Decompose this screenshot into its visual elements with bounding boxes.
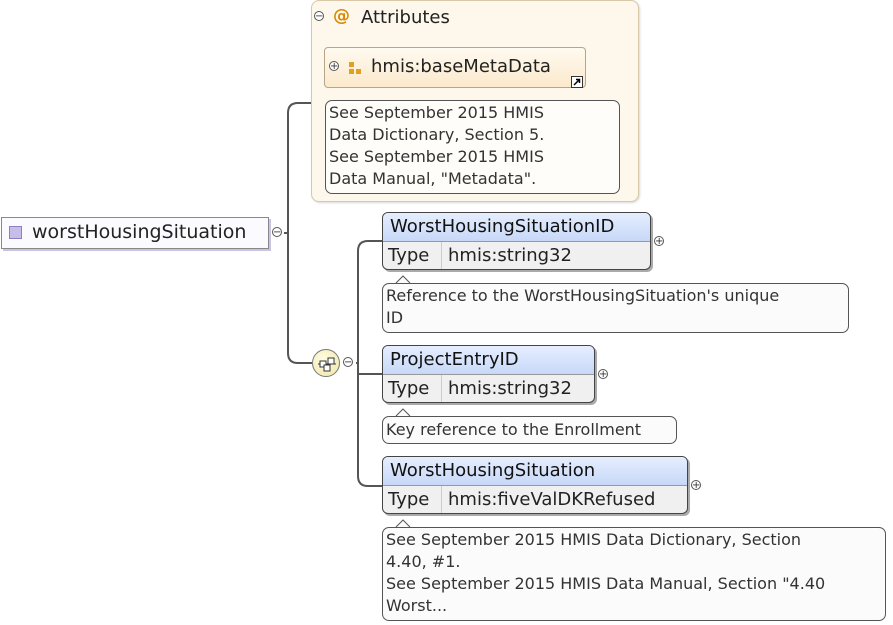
attributes-title: Attributes (361, 7, 450, 28)
element-type-row: Type hmis:fiveValDKRefused (383, 486, 687, 513)
type-value: hmis:string32 (448, 245, 572, 266)
attribute-at-icon: @ (333, 6, 350, 26)
root-element-label: worstHousingSituation (32, 221, 247, 243)
element-projectentryid[interactable]: ProjectEntryID Type hmis:string32 (382, 345, 595, 403)
element-name: ProjectEntryID (383, 346, 594, 375)
annotation-line: ID (386, 308, 404, 327)
basemetadata-annotation: See September 2015 HMIS Data Dictionary,… (325, 100, 620, 194)
annotation-line: See September 2015 HMIS Data Manual, Sec… (386, 574, 826, 593)
element-marker-icon (9, 226, 22, 239)
annotation-line: Data Dictionary, Section 5. (329, 125, 545, 144)
collapse-root-icon[interactable]: − (272, 227, 282, 238)
annotation-line: See September 2015 HMIS (329, 103, 544, 122)
element-type-row: Type hmis:string32 (383, 375, 594, 402)
annotation-line: Reference to the WorstHousingSituation's… (386, 286, 780, 305)
collapse-sequence-icon[interactable]: − (343, 357, 353, 368)
element-worsthousingsituationid[interactable]: WorstHousingSituationID Type hmis:string… (382, 212, 651, 270)
annotation-line: See September 2015 HMIS (329, 147, 544, 166)
element-worsthousingsituation[interactable]: WorstHousingSituation Type hmis:fiveValD… (382, 456, 688, 514)
annotation-line: 4.40, #1. (386, 552, 461, 571)
go-to-definition-icon[interactable] (571, 73, 583, 88)
type-value: hmis:fiveValDKRefused (448, 489, 656, 510)
sequence-compositor-icon[interactable] (312, 349, 340, 377)
annotation-line: Data Manual, "Metadata". (329, 169, 537, 188)
attribute-group-icon (348, 60, 362, 74)
basemetadata-label: hmis:baseMetaData (371, 56, 551, 77)
annotation-line: See September 2015 HMIS Data Dictionary,… (386, 530, 802, 549)
annotation-line: Key reference to the Enrollment (386, 420, 642, 439)
root-element-box[interactable] (1, 217, 269, 249)
element-name: WorstHousingSituationID (383, 213, 650, 242)
expand-element-icon[interactable]: + (691, 480, 701, 491)
element-type-row: Type hmis:string32 (383, 242, 650, 269)
element-annotation: Reference to the WorstHousingSituation's… (382, 283, 849, 333)
expand-element-icon[interactable]: + (598, 369, 608, 380)
type-label: Type (383, 242, 442, 269)
type-value: hmis:string32 (448, 378, 572, 399)
type-label: Type (383, 486, 442, 513)
type-label: Type (383, 375, 442, 402)
collapse-attributes-icon[interactable]: − (314, 11, 324, 22)
element-annotation: Key reference to the Enrollment (382, 416, 677, 444)
element-name: WorstHousingSituation (383, 457, 687, 486)
expand-basemetadata-icon[interactable]: + (329, 61, 339, 72)
attribute-group-basemetadata[interactable] (324, 47, 586, 88)
expand-element-icon[interactable]: + (654, 236, 664, 247)
annotation-line: Worst... (386, 596, 448, 615)
element-annotation: See September 2015 HMIS Data Dictionary,… (382, 527, 886, 621)
